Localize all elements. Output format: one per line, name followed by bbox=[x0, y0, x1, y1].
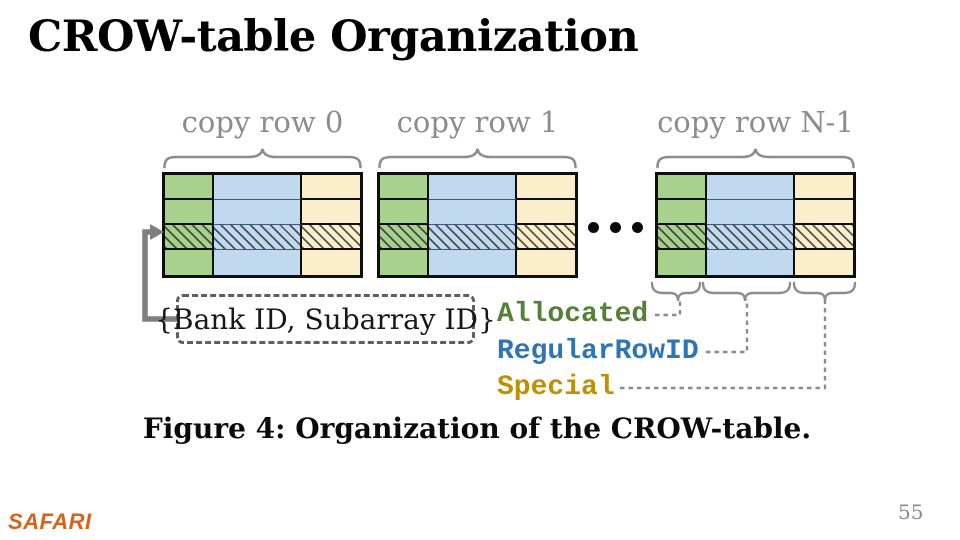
copy-row-0-label: copy row 0 bbox=[181, 105, 344, 139]
ellipsis-dots-icon bbox=[588, 222, 643, 233]
table-cell-special bbox=[794, 225, 853, 250]
pointer-arrow-icon bbox=[142, 224, 177, 322]
copy-row-n1-label: copy row N-1 bbox=[657, 105, 854, 139]
table-cell-allocated bbox=[658, 175, 707, 200]
safari-logo: SAFARI bbox=[8, 509, 92, 534]
table-cell-allocated bbox=[165, 250, 214, 275]
table-cell-special bbox=[794, 200, 853, 225]
table-cell-regular-row-id bbox=[213, 250, 302, 275]
table-cell-regular-row-id bbox=[213, 175, 302, 200]
table-cell-special bbox=[516, 225, 575, 250]
dot-icon bbox=[610, 222, 621, 233]
crow-table-0 bbox=[162, 172, 363, 278]
top-brace-icon bbox=[378, 148, 577, 169]
legend-item-regular-row-id: RegularRowID bbox=[497, 336, 699, 367]
legend-item-special: Special bbox=[497, 372, 615, 403]
table-cell-regular-row-id bbox=[706, 250, 795, 275]
table-cell-regular-row-id bbox=[428, 225, 517, 250]
table-cell-regular-row-id bbox=[213, 200, 302, 225]
table-cell-regular-row-id bbox=[706, 175, 795, 200]
page-title: CROW-table Organization bbox=[28, 12, 639, 62]
table-cell-special bbox=[516, 250, 575, 275]
bank-subarray-box: {Bank ID, Subarray ID} bbox=[155, 294, 496, 344]
dot-icon bbox=[588, 222, 599, 233]
table-cell-allocated bbox=[380, 200, 429, 225]
copy-row-1-label: copy row 1 bbox=[396, 105, 559, 139]
top-brace-icon bbox=[163, 148, 362, 169]
legend-item-allocated: Allocated bbox=[497, 299, 649, 330]
table-cell-allocated bbox=[658, 225, 707, 250]
table-cell-regular-row-id bbox=[428, 250, 517, 275]
table-cell-allocated bbox=[380, 250, 429, 275]
bank-subarray-label: {Bank ID, Subarray ID} bbox=[155, 302, 496, 336]
top-brace-icon bbox=[656, 148, 855, 169]
table-cell-special bbox=[301, 225, 360, 250]
table-cell-allocated bbox=[658, 250, 707, 275]
table-cell-allocated bbox=[658, 200, 707, 225]
figure-caption: Figure 4: Organization of the CROW-table… bbox=[142, 412, 812, 445]
table-cell-allocated bbox=[165, 175, 214, 200]
table-cell-allocated bbox=[165, 200, 214, 225]
table-cell-regular-row-id bbox=[213, 225, 302, 250]
table-cell-special bbox=[794, 250, 853, 275]
table-cell-special bbox=[301, 250, 360, 275]
table-cell-special bbox=[516, 175, 575, 200]
table-cell-allocated bbox=[380, 175, 429, 200]
table-cell-allocated bbox=[380, 225, 429, 250]
table-cell-regular-row-id bbox=[706, 200, 795, 225]
table-cell-special bbox=[301, 175, 360, 200]
crow-table-1 bbox=[377, 172, 578, 278]
table-cell-regular-row-id bbox=[428, 175, 517, 200]
table-cell-special bbox=[516, 200, 575, 225]
page-number: 55 bbox=[898, 500, 924, 524]
table-cell-special bbox=[301, 200, 360, 225]
dot-icon bbox=[632, 222, 643, 233]
table-cell-regular-row-id bbox=[428, 200, 517, 225]
crow-table-2 bbox=[655, 172, 856, 278]
connector-lines-icon bbox=[620, 299, 827, 390]
table-cell-special bbox=[794, 175, 853, 200]
table-cell-allocated bbox=[165, 225, 214, 250]
table-cell-regular-row-id bbox=[706, 225, 795, 250]
